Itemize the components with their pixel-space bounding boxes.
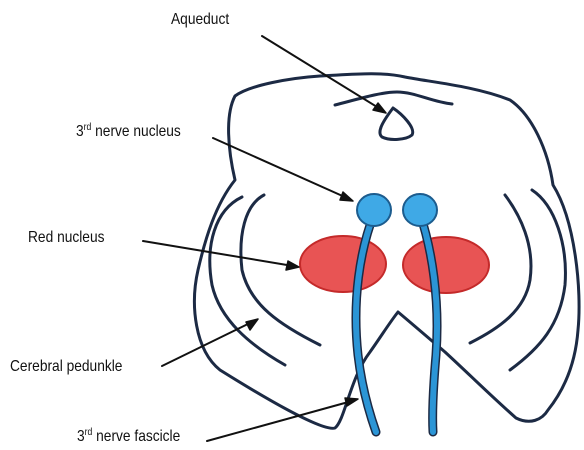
arrow-red-nucleus	[143, 241, 293, 266]
arrow-cerebral-peduncle	[162, 322, 252, 366]
nerve-nucleus-right	[403, 194, 437, 226]
label-nerve-fascicle: 3rd nerve fascicle	[77, 427, 180, 446]
label-red-nucleus: Red nucleus	[28, 229, 104, 247]
label-aqueduct: Aqueduct	[171, 11, 229, 29]
label-nerve-fascicle-text: nerve fascicle	[92, 428, 180, 445]
arrowhead-red-nucleus	[286, 261, 299, 270]
label-cerebral-peduncle: Cerebral pedunkle	[10, 358, 122, 376]
dorsal-groove	[335, 92, 452, 105]
label-nerve-nucleus-text: nerve nucleus	[91, 123, 180, 140]
label-nerve-fascicle-number: 3	[77, 428, 85, 445]
arrowhead-cerebral-peduncle	[246, 319, 258, 330]
label-nerve-nucleus-ordinal: rd	[84, 122, 92, 133]
arrowhead-nerve-fascicle	[345, 398, 358, 406]
left-peduncle-line-outer	[210, 197, 285, 365]
red-nucleus-left	[300, 236, 386, 292]
red-nucleus-right	[403, 237, 489, 293]
midbrain-outline	[194, 74, 579, 429]
label-nerve-nucleus-number: 3	[76, 123, 84, 140]
label-nerve-fascicle-ordinal: rd	[85, 427, 93, 438]
nerve-nucleus-left	[357, 194, 391, 226]
label-nerve-nucleus: 3rd nerve nucleus	[76, 122, 181, 141]
arrowhead-nerve-nucleus	[340, 192, 353, 201]
